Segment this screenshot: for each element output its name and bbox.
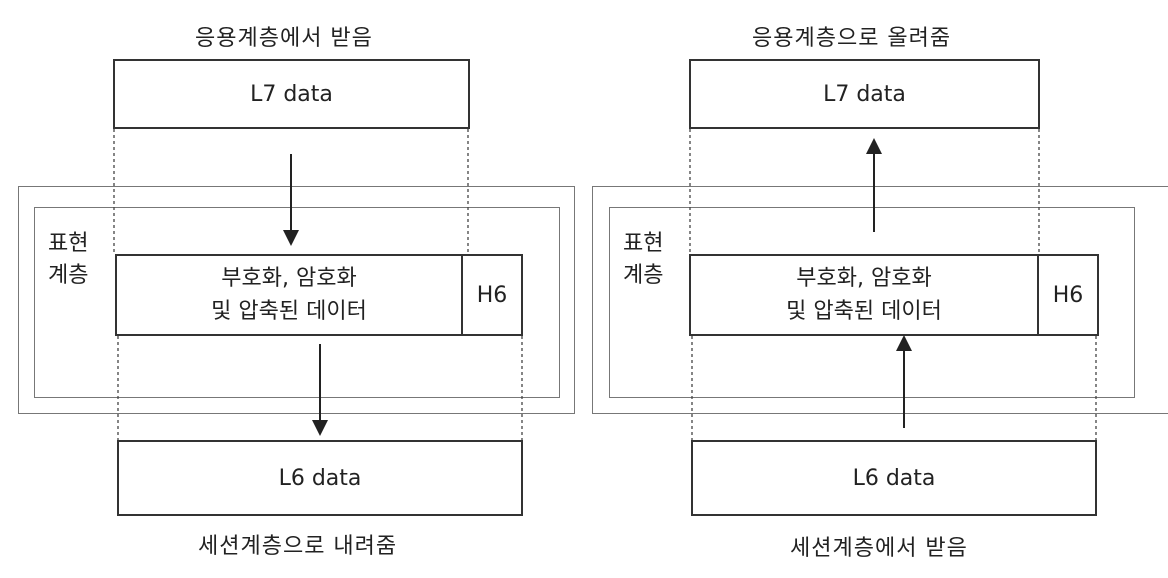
right-l7-data-label: L7 data <box>823 81 906 107</box>
left-l7-data-box: L7 data <box>113 59 470 129</box>
right-l6-data-box: L6 data <box>691 440 1097 516</box>
right-encoded-data-box: 부호화, 암호화 및 압축된 데이터 <box>689 254 1039 336</box>
right-top-caption: 응용계층으로 올려줌 <box>752 26 952 51</box>
right-layer-outer-frame <box>592 186 1168 414</box>
left-h6-label: H6 <box>476 282 508 308</box>
left-layer-outer-frame <box>18 186 575 414</box>
right-layer-label-line1: 표현 <box>623 231 664 256</box>
left-l6-data-box: L6 data <box>117 440 523 516</box>
right-h6-label: H6 <box>1052 282 1084 308</box>
right-layer-label-line2: 계층 <box>623 263 664 288</box>
left-top-caption: 응용계층에서 받음 <box>195 26 373 51</box>
left-layer-label-line2: 계층 <box>48 263 89 288</box>
left-layer-inner-frame <box>34 207 560 398</box>
left-bottom-caption: 세션계층으로 내려줌 <box>198 534 398 559</box>
right-l7-data-box: L7 data <box>689 59 1040 129</box>
right-l6-data-label: L6 data <box>852 465 936 491</box>
left-l6-data-label: L6 data <box>278 465 362 491</box>
left-layer-label: 표현 계층 <box>48 228 108 292</box>
left-layer-label-line1: 표현 <box>48 231 89 256</box>
right-encoded-data-label: 부호화, 암호화 및 압축된 데이터 <box>786 266 942 324</box>
left-encoded-data-label: 부호화, 암호화 및 압축된 데이터 <box>211 266 367 324</box>
left-encoded-data-box: 부호화, 암호화 및 압축된 데이터 <box>115 254 463 336</box>
left-h6-header-box: H6 <box>461 254 523 336</box>
right-layer-label: 표현 계층 <box>623 228 683 292</box>
right-bottom-caption: 세션계층에서 받음 <box>790 536 968 561</box>
left-l7-data-label: L7 data <box>250 81 333 107</box>
right-h6-header-box: H6 <box>1037 254 1099 336</box>
right-layer-inner-frame <box>609 207 1135 398</box>
